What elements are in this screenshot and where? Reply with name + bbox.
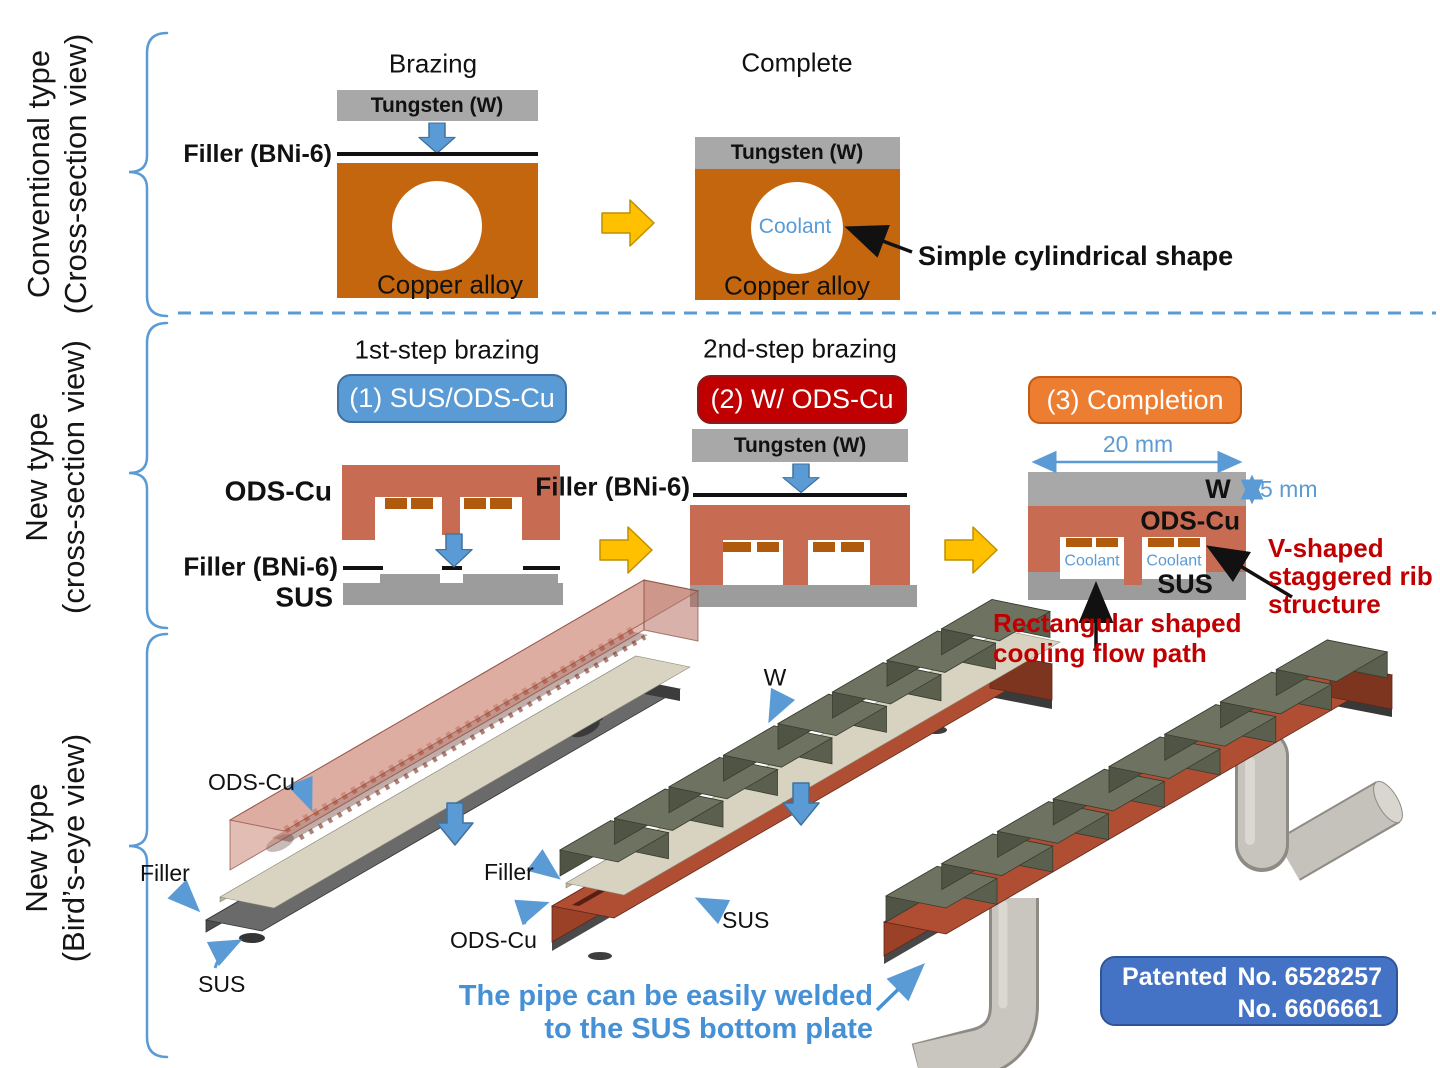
step2-title: 2nd-step brazing: [703, 333, 897, 364]
conventional-brazing-diagram: [337, 90, 538, 298]
filler-label-left3d: Filler: [140, 859, 190, 886]
rib-structure-note: V-shaped staggered rib structure: [1268, 533, 1433, 619]
flow-arrow-3: [944, 526, 998, 574]
cylindrical-shape-note: Simple cylindrical shape: [918, 240, 1234, 271]
step2-diagram: [690, 429, 917, 607]
coolant-label: Coolant: [758, 214, 832, 238]
birdseye-exploded-left: [167, 579, 700, 969]
patent-number-2: No. 6606661: [1237, 995, 1382, 1023]
flow-arrow-1: [601, 199, 655, 247]
patent-number-1: No. 6528257: [1237, 963, 1382, 991]
section-braces: [128, 31, 169, 1059]
sus-label-step1: SUS: [275, 581, 333, 613]
filler-label-step2: Filler (BNi-6): [535, 471, 690, 502]
patent-box: Patented No. 6528257 No. 6606661: [1100, 956, 1398, 1026]
complete-title: Complete: [741, 47, 853, 78]
ods-cu-label-mid3d: ODS-Cu: [450, 926, 537, 953]
conventional-complete-diagram: [695, 137, 913, 300]
copper-label-2: Copper alloy: [724, 270, 870, 301]
coolant-right-label: Coolant: [1146, 552, 1202, 570]
step1-diagram: [342, 465, 563, 605]
badge-w-ods-cu: (2) W/ ODS-Cu: [697, 375, 907, 424]
completion-diagram: [1028, 450, 1293, 650]
sus-label-mid3d: SUS: [722, 906, 770, 933]
w-label-mid3d: W: [763, 664, 787, 692]
badge-sus-ods-cu: (1) SUS/ODS-Cu: [337, 374, 567, 423]
patent-label: Patented: [1122, 963, 1228, 991]
dim-20mm: 20 mm: [1102, 430, 1174, 457]
sus-label-left3d: SUS: [198, 970, 246, 997]
tungsten-label-step2: Tungsten (W): [733, 433, 867, 457]
flow-arrow-2: [599, 526, 653, 574]
cooling-path-note: Rectangular shaped cooling flow path: [993, 608, 1242, 668]
brazing-title: Brazing: [388, 48, 478, 79]
side-label-conventional: Conventional type (Cross-section view): [21, 33, 93, 315]
step1-title: 1st-step brazing: [354, 334, 540, 365]
copper-label-1: Copper alloy: [377, 269, 523, 300]
sus-label-completion: SUS: [1157, 568, 1213, 599]
filler-label-step1: Filler (BNi-6): [183, 551, 338, 582]
side-label-new-cross: New type (cross-section view): [19, 340, 91, 614]
pipe-weld-note: The pipe can be easily welded to the SUS…: [458, 980, 873, 1045]
birdseye-exploded-middle: [514, 598, 1061, 960]
ods-cu-label-left3d: ODS-Cu: [208, 768, 295, 795]
tungsten-label-1: Tungsten (W): [370, 93, 504, 117]
filler-label-1: Filler (BNi-6): [183, 139, 332, 168]
dim-5mm: 5 mm: [1260, 475, 1318, 502]
side-label-birdseye: New type (Bird’s-eye view): [19, 733, 91, 963]
coolant-left-label: Coolant: [1064, 552, 1120, 570]
badge-completion: (3) Completion: [1028, 376, 1242, 424]
w-label-completion: W: [1205, 473, 1231, 504]
birdseye-assembled-right: [875, 639, 1403, 1068]
ods-cu-label-completion: ODS-Cu: [1140, 505, 1240, 536]
filler-label-mid3d: Filler: [484, 858, 534, 885]
ods-cu-label-step1: ODS-Cu: [224, 475, 332, 507]
tungsten-label-2: Tungsten (W): [730, 140, 864, 164]
